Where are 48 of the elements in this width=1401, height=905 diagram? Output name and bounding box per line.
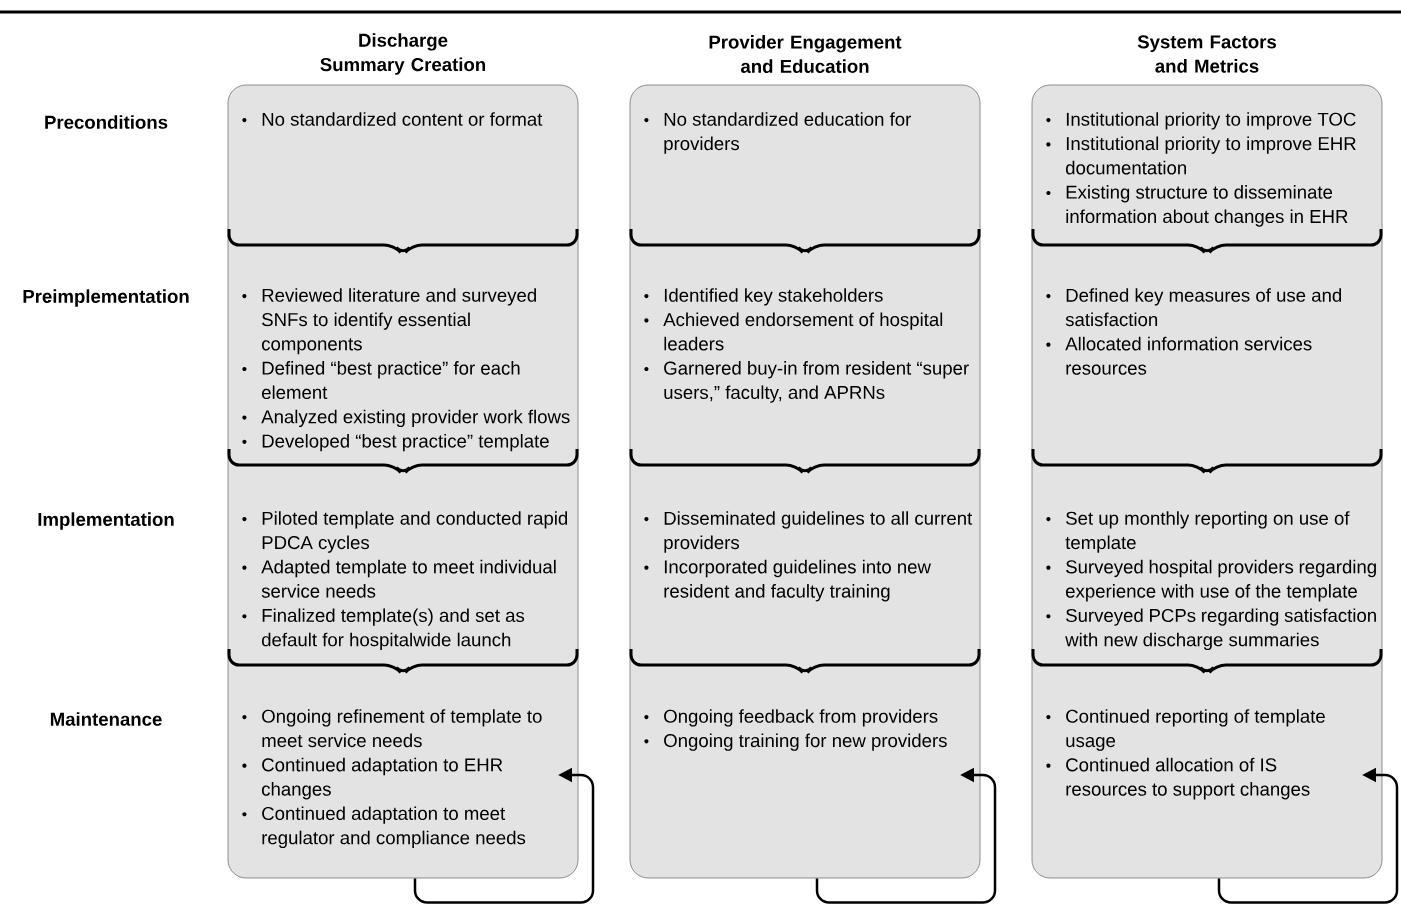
stage-section — [1031, 665, 1383, 879]
bullet-item: Finalized template(s) and set as default for hospitalwide launch — [262, 608, 525, 651]
bullet-item: Analyzed existing provider work flows — [261, 409, 570, 428]
bullet-item: Continued adaptation to meet regulator and compliance needs — [262, 806, 526, 849]
stage-section — [1031, 465, 1383, 665]
stage-section — [629, 245, 981, 465]
column-heading: System Factors and Metrics — [1137, 35, 1276, 73]
stage-section — [629, 465, 981, 665]
stage-section — [227, 84, 579, 245]
bullet-item: Surveyed PCPs regarding satisfaction with new discharge summaries — [1065, 608, 1376, 651]
row-label: Implementation — [38, 512, 174, 530]
bullet-item: Defined key measures of use and satisfaction — [1065, 288, 1342, 327]
bullet-item: Incorporated guidelines into new resident and faculty training — [664, 559, 931, 602]
bullet-item: No standardized education for providers — [664, 112, 911, 154]
bullet-item: Reviewed literature and surveyed SNFs to identify essential components — [262, 288, 536, 355]
bullet-item: Allocated information services resources — [1065, 336, 1312, 375]
bullet-item: Defined “best practice” for each element — [262, 361, 520, 400]
stage-section — [227, 245, 579, 465]
bullet-item: Ongoing refinement of template to meet service needs — [262, 709, 542, 748]
stage-section — [227, 465, 579, 665]
row-label: Maintenance — [50, 712, 162, 726]
bullet-item: Institutional priority to improve EHR documentation — [1066, 136, 1356, 175]
bullet-item: Ongoing training for new providers — [664, 733, 947, 751]
bullet-item: Piloted template and conducted rapid PDCA cycles — [262, 511, 568, 553]
column-heading: Provider Engagement and Education — [709, 35, 902, 73]
stage-section — [1031, 245, 1383, 465]
bullet-item: Achieved endorsement of hospital leaders — [663, 312, 943, 351]
bullet-item: Developed “best practice” template — [262, 434, 549, 452]
bullet-item: Adapted template to meet individual service needs — [261, 559, 556, 598]
bullet-item: Set up monthly reporting on use of template — [1065, 511, 1350, 553]
column-heading: Discharge Summary Creation — [320, 33, 486, 75]
row-label: Preimplementation — [23, 289, 189, 307]
stage-section — [629, 84, 981, 245]
bullet-item: Identified key stakeholders — [664, 288, 883, 306]
stage-section — [1031, 84, 1383, 245]
row-label: Preconditions — [45, 115, 168, 129]
bullet-item: Institutional priority to improve TOC — [1066, 112, 1356, 130]
bullet-item: Continued adaptation to EHR changes — [262, 757, 503, 800]
stage-section — [629, 665, 981, 879]
bullet-item: Existing structure to disseminate information about changes in EHR — [1066, 185, 1348, 227]
bullet-item: Surveyed hospital providers regarding experience with use of the template — [1066, 559, 1376, 602]
bullet-item: Garnered buy-in from resident “super users,” faculty, and APRNs — [664, 361, 969, 403]
bullet-item: No standardized content or format — [262, 112, 543, 126]
bullet-item: Continued allocation of IS resources to support changes — [1066, 757, 1310, 800]
bullet-item: Disseminated guidelines to all current providers — [664, 511, 973, 553]
stage-section — [227, 665, 579, 879]
bullet-item: Ongoing feedback from providers — [664, 709, 938, 727]
bullet-item: Continued reporting of template usage — [1066, 709, 1325, 751]
